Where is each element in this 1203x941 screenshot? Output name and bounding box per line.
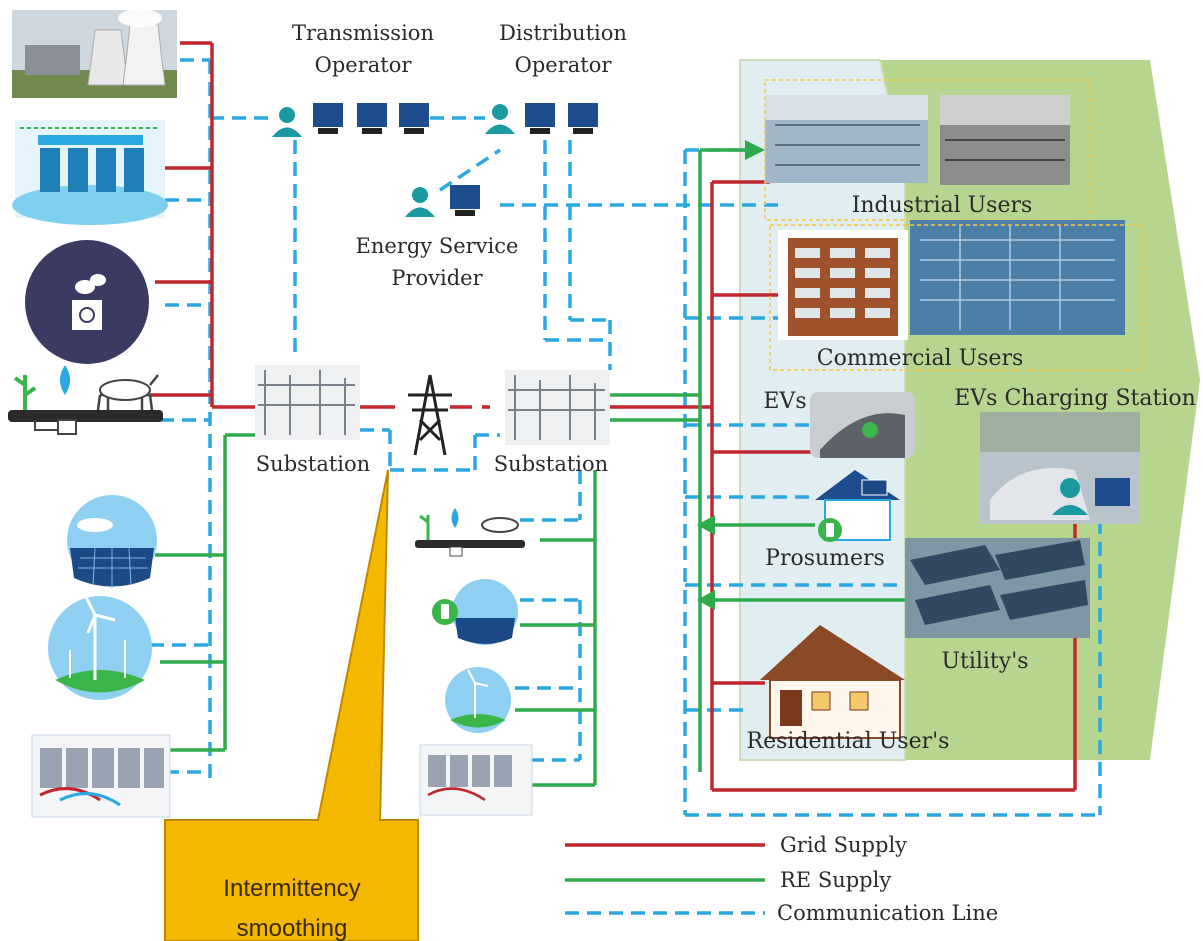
evs-label: EVs (763, 389, 806, 414)
ev-charging-station-image (980, 412, 1140, 524)
evs-charging-station-label: EVs Charging Station (954, 386, 1196, 411)
legend-re-supply-label: RE Supply (780, 868, 891, 892)
hydro-dam-icon (12, 120, 168, 225)
commercial-users-label: Commercial Users (817, 346, 1024, 371)
solar-panel-icon (67, 495, 157, 588)
substation-left-image (255, 365, 360, 440)
distribution-operator-icon (485, 103, 598, 134)
wind-small-icon (445, 667, 511, 733)
power-plant-image (12, 9, 177, 98)
residential-house-icon (760, 625, 905, 739)
commercial-users-images (769, 220, 1143, 371)
industrial-users-images (764, 79, 1091, 221)
utilitys-label: Utility's (941, 649, 1028, 674)
re-supply-arrowheads (697, 140, 765, 610)
distribution-operator-label-line2: Operator (515, 53, 613, 77)
battery-small-image (419, 744, 533, 816)
battery-storage-image (31, 734, 171, 818)
industrial-users-label: Industrial Users (852, 193, 1033, 218)
legend-communication-label: Communication Line (777, 901, 998, 925)
text-labels: Transmission Operator Distribution Opera… (256, 21, 1196, 754)
callout-text-line2: smoothing (237, 915, 348, 941)
legend-grid-supply-label: Grid Supply (780, 833, 907, 857)
prosumer-house-icon (815, 470, 900, 542)
transmission-operator-label: Transmission (292, 21, 434, 45)
callout-text-line1: Intermittency (223, 875, 360, 902)
ev-image (810, 392, 915, 458)
transmission-operator-label-line2: Operator (315, 53, 413, 77)
grid-supply-lines (150, 41, 1077, 792)
legend: Grid Supply RE Supply Communication Line (565, 833, 998, 925)
wind-turbine-icon (48, 594, 152, 700)
intermittency-callout: Intermittency smoothing (164, 469, 419, 941)
substation-right-label: Substation (494, 452, 608, 476)
utility-solar-farm-image (905, 538, 1090, 638)
communication-lines (150, 58, 1102, 817)
nuclear-plant-icon (25, 240, 149, 364)
transmission-tower-icon (408, 374, 452, 456)
biogas-small-icon (415, 508, 525, 557)
re-supply-lines (155, 148, 905, 787)
substation-right-image (505, 370, 610, 445)
solar-battery-icon (432, 579, 518, 645)
distribution-operator-label: Distribution (499, 21, 627, 45)
energy-service-provider-label-line2: Provider (391, 266, 483, 290)
biogas-farm-icon (8, 365, 163, 435)
energy-service-provider-label: Energy Service (356, 234, 519, 258)
substation-left-label: Substation (256, 452, 370, 476)
transmission-operator-icon (272, 103, 429, 137)
residential-users-label: Residential User's (747, 729, 950, 754)
prosumers-label: Prosumers (765, 546, 885, 571)
energy-service-provider-icon (405, 185, 480, 217)
